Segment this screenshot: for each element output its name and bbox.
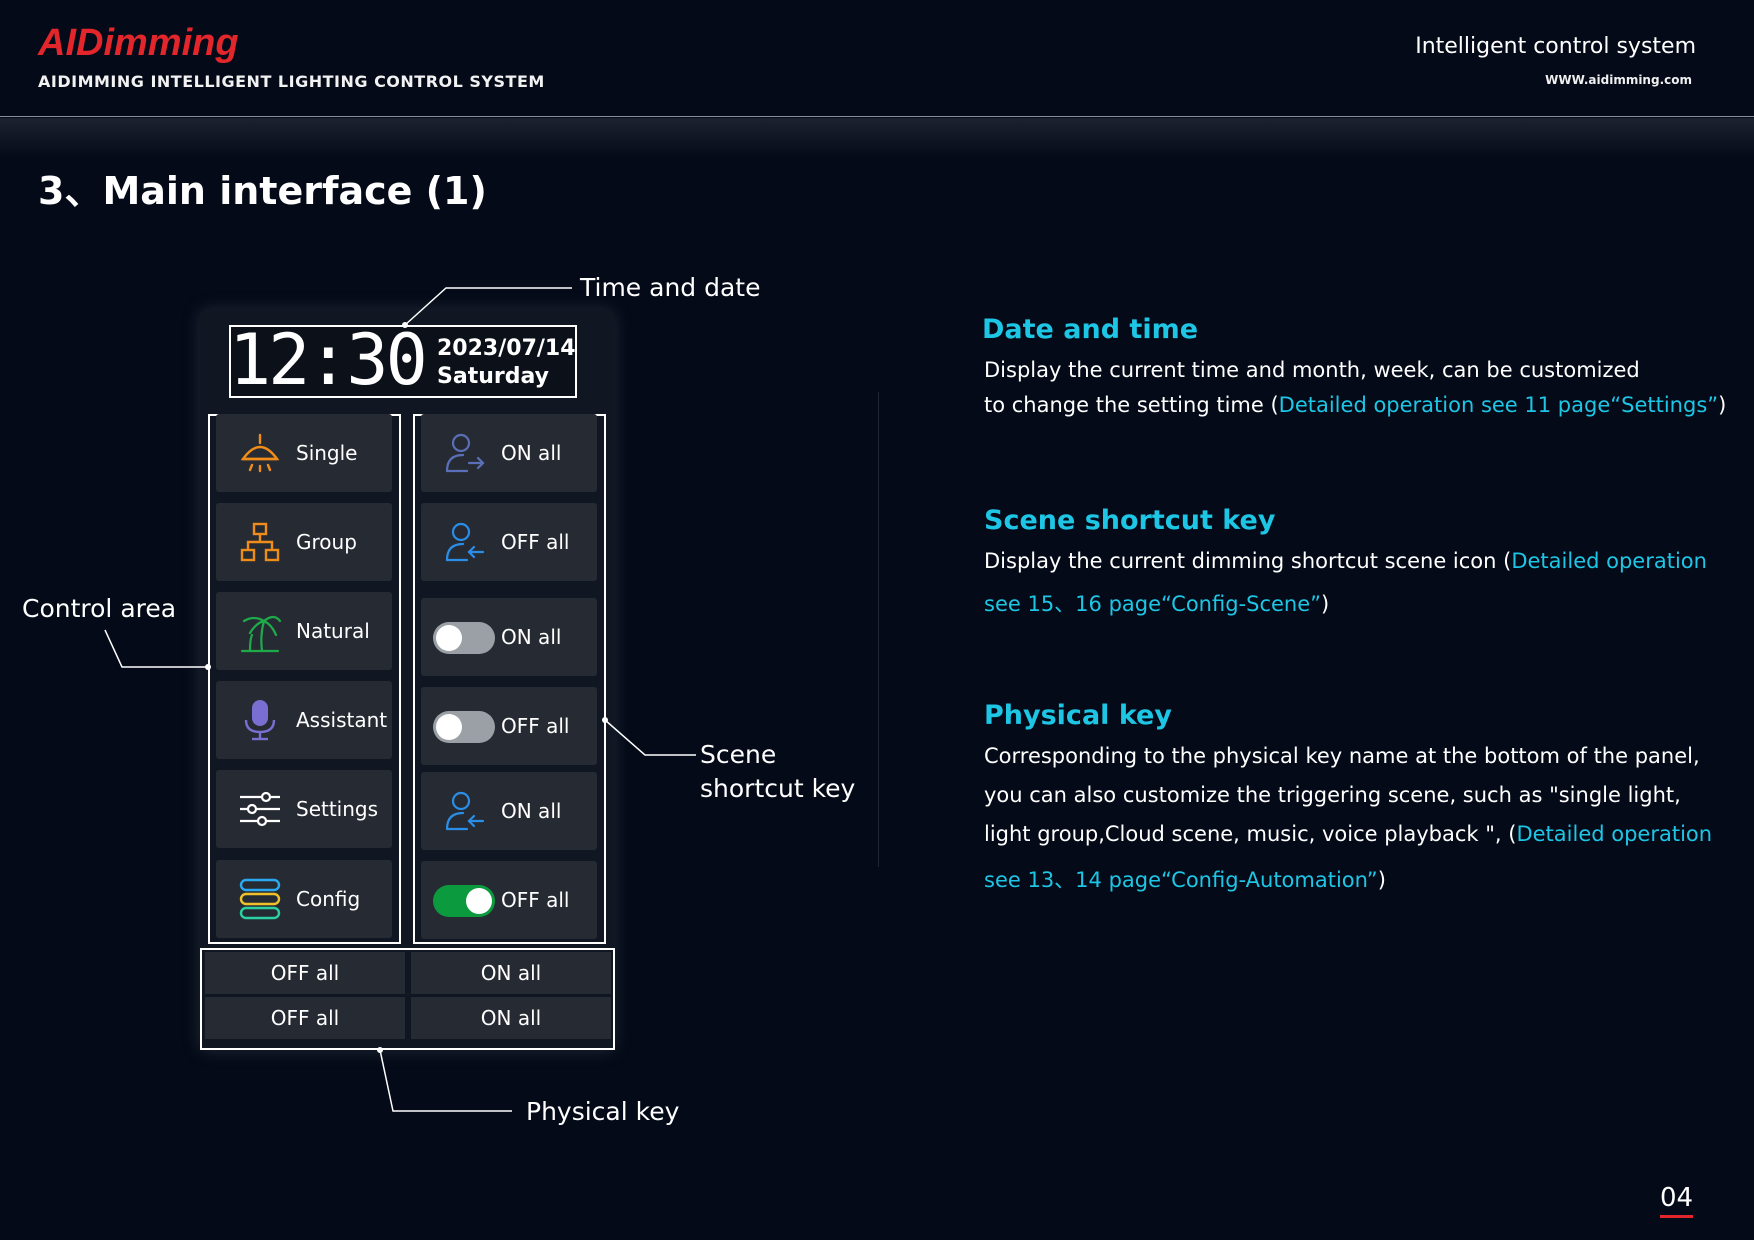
tile-label: ON all — [501, 799, 562, 823]
toggle-switch[interactable] — [433, 885, 495, 917]
scene-tile-2[interactable]: OFF all — [421, 503, 597, 581]
scene-tile-4[interactable]: OFF all — [421, 687, 597, 765]
tile-assistant[interactable]: Assistant — [216, 681, 392, 759]
body-line: Display the current dimming shortcut sce… — [984, 549, 1707, 573]
clock-date: 2023/07/14 — [437, 336, 576, 361]
body-line: see 13、14 page“Config-Automation”) — [984, 864, 1712, 894]
annotation-scene-shortcut-2: shortcut key — [700, 774, 856, 803]
tile-label: Natural — [296, 619, 370, 643]
tile-label: OFF all — [501, 888, 570, 912]
physical-key-4[interactable]: ON all — [411, 997, 611, 1039]
tile-label: ON all — [501, 625, 562, 649]
scene-tile-3[interactable]: ON all — [421, 598, 597, 676]
section-title-date-time: Date and time — [982, 314, 1199, 345]
scene-tile-6[interactable]: OFF all — [421, 861, 597, 939]
clock-day: Saturday — [437, 364, 549, 389]
user-arrow-out-icon — [445, 433, 485, 473]
tile-single[interactable]: Single — [216, 414, 392, 492]
server-stack-icon — [239, 878, 281, 920]
section-body-scene-shortcut: Display the current dimming shortcut sce… — [984, 549, 1707, 618]
header-system-title: Intelligent control system — [1415, 34, 1696, 59]
annotation-time-and-date: Time and date — [580, 273, 761, 302]
section-title-physical-key: Physical key — [984, 700, 1172, 731]
reference-link[interactable]: Detailed operation see 11 page“Settings” — [1278, 393, 1719, 417]
ceiling-lamp-icon — [240, 433, 280, 473]
scene-tile-5[interactable]: ON all — [421, 772, 597, 850]
clock-frame — [229, 325, 577, 398]
section-body-date-time: Display the current time and month, week… — [984, 358, 1726, 417]
tile-label: Group — [296, 530, 357, 554]
tile-label: Config — [296, 887, 361, 911]
body-line: you can also customize the triggering sc… — [984, 783, 1681, 807]
network-group-icon — [240, 522, 280, 562]
tile-natural[interactable]: Natural — [216, 592, 392, 670]
reference-link[interactable]: see 13、14 page“Config-Automation” — [984, 868, 1378, 892]
scene-tile-1[interactable]: ON all — [421, 414, 597, 492]
brand-subtitle: AIDIMMING INTELLIGENT LIGHTING CONTROL S… — [38, 72, 545, 91]
tile-config[interactable]: Config — [216, 860, 392, 938]
body-text: ) — [1321, 592, 1330, 616]
toggle-switch[interactable] — [433, 622, 495, 654]
tile-label: Settings — [296, 797, 379, 821]
clock-time: 12:30 — [229, 319, 428, 401]
tile-settings[interactable]: Settings — [216, 770, 392, 848]
body-text: ) — [1377, 868, 1386, 892]
tile-group[interactable]: Group — [216, 503, 392, 581]
annotation-control-area: Control area — [22, 594, 177, 623]
vertical-divider — [878, 392, 879, 867]
palm-tree-icon — [240, 615, 282, 653]
body-line: light group,Cloud scene, music, voice pl… — [984, 822, 1712, 846]
microphone-icon — [244, 700, 276, 741]
toggle-switch[interactable] — [433, 711, 495, 743]
reference-link[interactable]: Detailed operation — [1516, 822, 1713, 846]
tile-label: Assistant — [296, 708, 388, 732]
reference-link[interactable]: Detailed operation — [1511, 549, 1707, 573]
tile-label: OFF all — [501, 714, 570, 738]
sliders-icon — [240, 791, 280, 827]
toggle-knob — [436, 625, 462, 651]
body-text: to change the setting time ( — [984, 393, 1279, 417]
tile-label: OFF all — [501, 530, 570, 554]
toggle-knob — [436, 714, 462, 740]
annotation-scene-shortcut-1: Scene — [700, 740, 777, 769]
body-text: light group,Cloud scene, music, voice pl… — [984, 822, 1517, 846]
page-number: 04 — [1660, 1183, 1694, 1218]
annotation-physical-key: Physical key — [526, 1097, 680, 1126]
body-line: Display the current time and month, week… — [984, 358, 1640, 382]
header-website: WWW.aidimming.com — [1545, 73, 1692, 87]
physical-key-frame — [200, 948, 615, 1050]
body-text: ) — [1718, 393, 1727, 417]
user-arrow-in-icon — [445, 522, 485, 562]
brand-logo: AIDimming — [38, 22, 239, 64]
body-line: Corresponding to the physical key name a… — [984, 744, 1700, 768]
tile-label: ON all — [501, 441, 562, 465]
body-line: see 15、16 page“Config-Scene”) — [984, 588, 1707, 618]
tile-label: Single — [296, 441, 358, 465]
page-title: 3、Main interface (1) — [38, 169, 487, 213]
physical-key-2[interactable]: ON all — [411, 952, 611, 994]
toggle-knob — [466, 888, 492, 914]
user-arrow-in-icon — [445, 791, 485, 831]
body-text: Display the current dimming shortcut sce… — [984, 549, 1512, 573]
section-title-scene-shortcut: Scene shortcut key — [984, 505, 1276, 536]
page-header: AIDimming AIDIMMING INTELLIGENT LIGHTING… — [0, 0, 1754, 117]
reference-link[interactable]: see 15、16 page“Config-Scene” — [984, 592, 1322, 616]
physical-key-3[interactable]: OFF all — [205, 997, 405, 1039]
physical-key-1[interactable]: OFF all — [205, 952, 405, 994]
body-line: to change the setting time (Detailed ope… — [984, 393, 1726, 417]
section-body-physical-key: Corresponding to the physical key name a… — [984, 744, 1712, 894]
header-glow — [0, 118, 1754, 158]
